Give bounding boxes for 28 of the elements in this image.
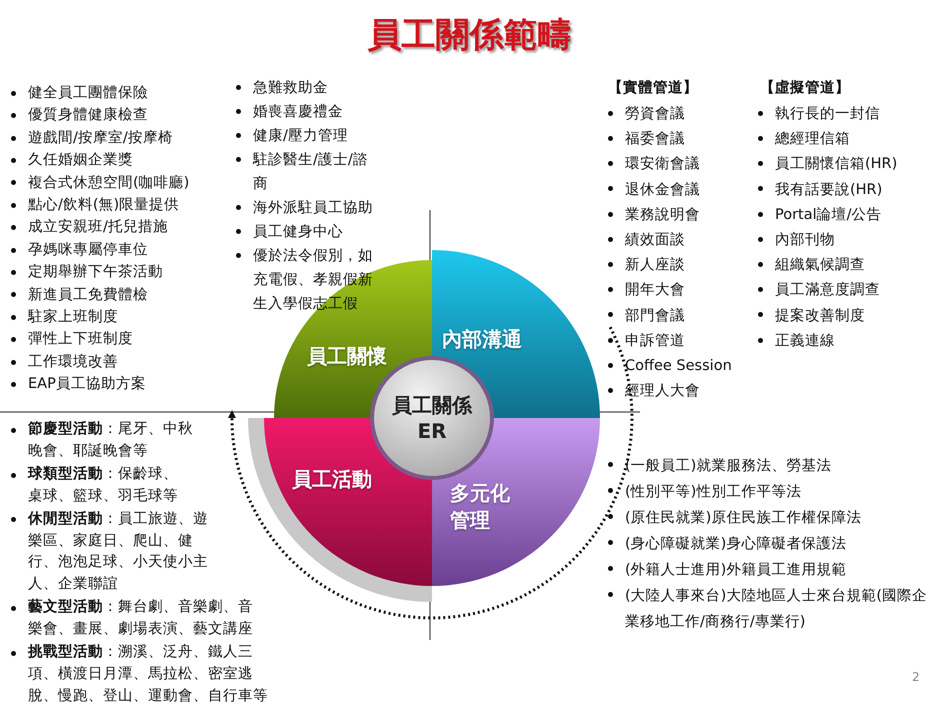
page-number: 2 xyxy=(912,670,920,684)
bullet-item: 新進員工免費體檢 xyxy=(6,284,246,306)
bullet-item: 球類型活動：保齡球、桌球、籃球、羽毛球等 xyxy=(6,464,188,508)
bullet-item: 藝文型活動：舞台劇、音樂劇、音樂會、畫展、劇場表演、藝文講座 xyxy=(6,597,264,642)
bullet-item: 彈性上下班制度 xyxy=(6,328,246,351)
bullet-item: (外籍人士進用)外籍員工進用規範 xyxy=(603,557,933,583)
bullet-item: Coffee Session xyxy=(603,354,773,380)
bullet-item: 工作環境改善 xyxy=(6,350,246,374)
bullet-item: (原住民就業)原住民族工作權保障法 xyxy=(603,505,933,531)
bullet-item: (大陸人事來台)大陸地區人士來台規範(國際企業移地工作/商務行/專業行) xyxy=(603,583,933,635)
segment-label: 員工活動 xyxy=(292,466,372,493)
bullet-item: 挑戰型活動：溯溪、泛舟、鐵人三項、橫渡日月潭、馬拉松、密室逃脫、慢跑、登山、運動會、自行車等 xyxy=(6,642,274,705)
column-heading: 【虛擬管道】 xyxy=(760,78,850,97)
column-heading: 【實體管道】 xyxy=(608,78,698,97)
bullet-item: EAP員工協助方案 xyxy=(6,373,246,396)
bullet-item: (身心障礙就業)身心障礙者保護法 xyxy=(603,531,933,557)
bullet-item: 定期舉辦下午茶活動 xyxy=(6,261,246,284)
bullet-item: 節慶型活動：尾牙、中秋晚會、耶誕晚會等 xyxy=(6,419,202,463)
bullet-item: (性別平等)性別工作平等法 xyxy=(603,479,933,505)
title: 員工關係範疇 xyxy=(366,14,572,57)
segment-label: 員工關懷 xyxy=(307,343,387,370)
segment-label: 內部溝通 xyxy=(442,326,522,353)
bullet-item: 休閒型活動：員工旅遊、遊樂區、家庭日、爬山、健行、泡泡足球、小天使小主人、企業聯誼 xyxy=(6,508,212,596)
center-label: ER xyxy=(417,418,447,444)
bullet-item: 駐家上班制度 xyxy=(6,306,246,328)
segment-label: 多元化管理 xyxy=(450,480,510,534)
center-label: 員工關係 xyxy=(392,392,472,418)
bullet-item: 經理人大會 xyxy=(603,379,773,404)
